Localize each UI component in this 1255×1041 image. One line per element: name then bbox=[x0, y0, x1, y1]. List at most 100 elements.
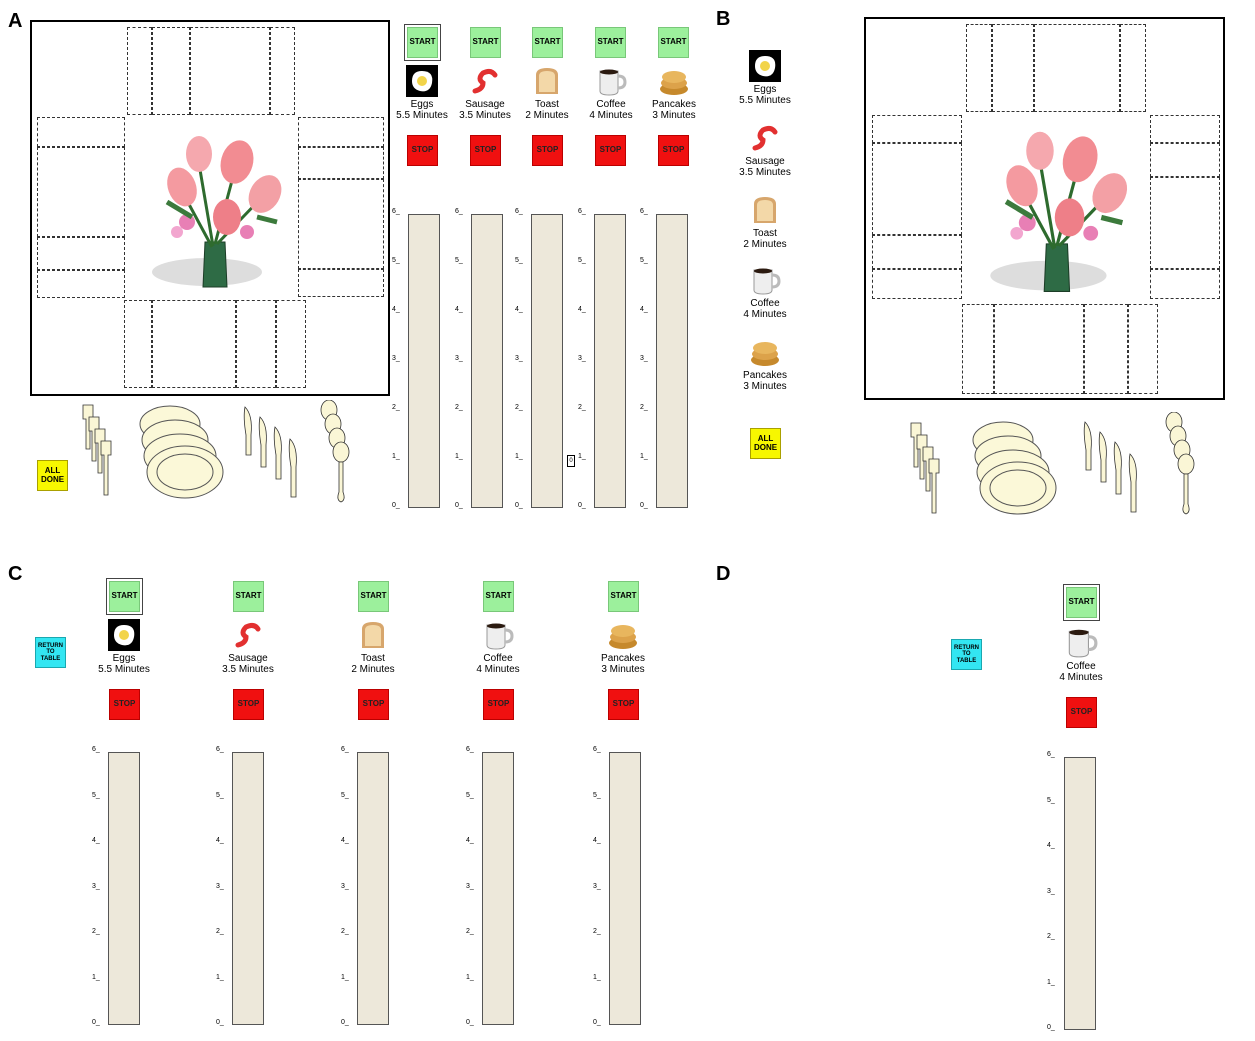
seat-slot[interactable] bbox=[236, 300, 276, 388]
food-name: Coffee bbox=[750, 298, 780, 309]
food-item-sausage[interactable]: Sausage 3.5 Minutes bbox=[203, 619, 293, 675]
stop-button[interactable]: STOP bbox=[233, 689, 264, 720]
timer-tick-label: 4_ bbox=[1047, 842, 1055, 849]
seat-slot[interactable] bbox=[1034, 24, 1120, 112]
all-done-button[interactable]: ALL DONE bbox=[750, 428, 781, 459]
seat-slot[interactable] bbox=[1120, 24, 1146, 112]
seat-slot[interactable] bbox=[872, 143, 962, 235]
food-item-coffee[interactable]: Coffee 4 Minutes bbox=[566, 65, 656, 121]
stop-button[interactable]: STOP bbox=[608, 689, 639, 720]
seat-slot[interactable] bbox=[37, 270, 125, 298]
sausage-icon bbox=[469, 65, 501, 97]
start-button[interactable]: START bbox=[483, 581, 514, 612]
seat-slot[interactable] bbox=[298, 179, 384, 269]
seat-slot[interactable] bbox=[124, 300, 152, 388]
fried-egg-icon bbox=[749, 50, 781, 82]
stop-button[interactable]: STOP bbox=[407, 135, 438, 166]
fried-egg-icon bbox=[406, 65, 438, 97]
timer-tick-label: 5_ bbox=[578, 257, 586, 264]
food-time: 4 Minutes bbox=[743, 309, 787, 320]
seat-slot[interactable] bbox=[992, 24, 1034, 112]
food-item-toast[interactable]: Toast 2 Minutes bbox=[328, 619, 418, 675]
seat-slot[interactable] bbox=[1084, 304, 1128, 394]
seat-slot[interactable] bbox=[298, 117, 384, 147]
timer-tick-label: 6_ bbox=[455, 208, 463, 215]
food-item-toast[interactable]: Toast 2 Minutes bbox=[502, 65, 592, 121]
start-button[interactable]: START bbox=[1063, 584, 1100, 621]
food-time: 3 Minutes bbox=[601, 664, 645, 675]
food-item-eggs[interactable]: Eggs 5.5 Minutes bbox=[377, 65, 467, 121]
food-item-sausage[interactable]: Sausage 3.5 Minutes bbox=[440, 65, 530, 121]
timer-tick-label: 3_ bbox=[515, 355, 523, 362]
seat-slot[interactable] bbox=[190, 27, 270, 115]
timer-marker[interactable]: 0 bbox=[567, 455, 575, 467]
stop-button[interactable]: STOP bbox=[109, 689, 140, 720]
start-button[interactable]: START bbox=[106, 578, 143, 615]
seat-slot[interactable] bbox=[37, 237, 125, 270]
return-to-table-button[interactable]: RETURN TO TABLE bbox=[951, 639, 982, 670]
timer-tick-label: 5_ bbox=[216, 791, 224, 799]
panel-label-a: A bbox=[8, 10, 23, 32]
timer-tick-label: 0_ bbox=[216, 1019, 224, 1026]
seat-slot[interactable] bbox=[872, 115, 962, 143]
food-item-pancakes[interactable]: Pancakes 3 Minutes bbox=[629, 65, 719, 121]
all-done-button[interactable]: ALL DONE bbox=[37, 460, 68, 491]
seat-slot[interactable] bbox=[37, 147, 125, 237]
food-name: Sausage bbox=[745, 156, 785, 167]
seat-slot[interactable] bbox=[37, 117, 125, 147]
food-time: 2 Minutes bbox=[525, 110, 569, 121]
start-button[interactable]: START bbox=[233, 581, 264, 612]
stop-button[interactable]: STOP bbox=[1066, 697, 1097, 728]
seat-slot[interactable] bbox=[872, 269, 962, 299]
seat-slot[interactable] bbox=[298, 147, 384, 179]
food-time: 4 Minutes bbox=[589, 110, 633, 121]
seat-slot[interactable] bbox=[276, 300, 306, 388]
food-name: Coffee bbox=[483, 653, 513, 664]
timer-bar bbox=[108, 752, 140, 1025]
timer-tick-label: 1_ bbox=[640, 453, 648, 460]
seat-slot[interactable] bbox=[298, 269, 384, 297]
start-button[interactable]: START bbox=[658, 27, 689, 58]
food-item-eggs[interactable]: Eggs 5.5 Minutes bbox=[79, 619, 169, 675]
food-item-coffee[interactable]: Coffee 4 Minutes bbox=[453, 619, 543, 675]
stop-button[interactable]: STOP bbox=[532, 135, 563, 166]
stop-button[interactable]: STOP bbox=[483, 689, 514, 720]
start-button[interactable]: START bbox=[608, 581, 639, 612]
seat-slot[interactable] bbox=[962, 304, 994, 394]
stop-button[interactable]: STOP bbox=[358, 689, 389, 720]
seat-slot[interactable] bbox=[152, 300, 236, 388]
seat-slot[interactable] bbox=[127, 27, 152, 115]
timer-tick-label: 5_ bbox=[92, 791, 100, 799]
food-item-sausage[interactable]: Sausage 3.5 Minutes bbox=[720, 122, 810, 178]
food-item-toast[interactable]: Toast 2 Minutes bbox=[720, 194, 810, 250]
seat-slot[interactable] bbox=[1150, 269, 1220, 299]
seat-slot[interactable] bbox=[1150, 143, 1220, 177]
seat-slot[interactable] bbox=[1150, 177, 1220, 269]
start-button[interactable]: START bbox=[595, 27, 626, 58]
timer-tick-label: 4_ bbox=[341, 837, 349, 844]
stop-button[interactable]: STOP bbox=[595, 135, 626, 166]
seat-slot[interactable] bbox=[1128, 304, 1158, 394]
timer-tick-label: 0_ bbox=[640, 502, 648, 509]
seat-slot[interactable] bbox=[966, 24, 992, 112]
seat-slot[interactable] bbox=[1150, 115, 1220, 143]
start-button[interactable]: START bbox=[404, 24, 441, 61]
food-item-pancakes[interactable]: Pancakes 3 Minutes bbox=[720, 336, 810, 392]
food-time: 2 Minutes bbox=[743, 239, 787, 250]
timer-tick-label: 5_ bbox=[640, 257, 648, 264]
food-item-eggs[interactable]: Eggs 5.5 Minutes bbox=[720, 50, 810, 106]
seat-slot[interactable] bbox=[994, 304, 1084, 394]
seat-slot[interactable] bbox=[872, 235, 962, 269]
food-item-coffee[interactable]: Coffee 4 Minutes bbox=[720, 264, 810, 320]
food-item-coffee[interactable]: Coffee 4 Minutes bbox=[1036, 625, 1126, 683]
start-button[interactable]: START bbox=[532, 27, 563, 58]
timer-tick-label: 4_ bbox=[515, 306, 523, 313]
start-button[interactable]: START bbox=[358, 581, 389, 612]
seat-slot[interactable] bbox=[152, 27, 190, 115]
start-button[interactable]: START bbox=[470, 27, 501, 58]
stop-button[interactable]: STOP bbox=[658, 135, 689, 166]
seat-slot[interactable] bbox=[270, 27, 295, 115]
return-to-table-button[interactable]: RETURN TO TABLE bbox=[35, 637, 66, 668]
stop-button[interactable]: STOP bbox=[470, 135, 501, 166]
food-item-pancakes[interactable]: Pancakes 3 Minutes bbox=[578, 619, 668, 675]
